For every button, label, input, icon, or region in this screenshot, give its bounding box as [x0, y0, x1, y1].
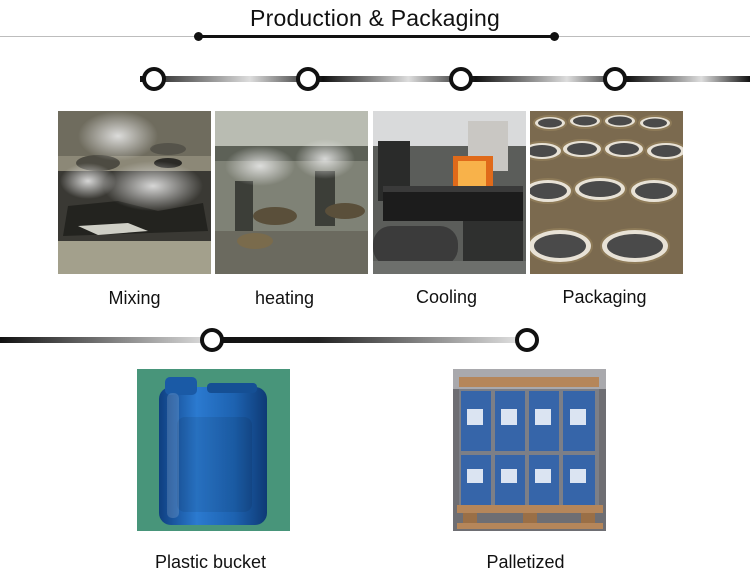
- title-underline: [198, 35, 555, 38]
- timeline-node-palletized: [515, 328, 539, 352]
- heating-photo: [215, 111, 368, 274]
- step-label-heating: heating: [254, 288, 315, 308]
- plastic-bucket-photo: [137, 369, 290, 531]
- step-label-cooling: Cooling: [415, 287, 478, 307]
- timeline-node-cooling: [449, 67, 473, 91]
- packaging-photo: [530, 111, 683, 274]
- timeline-node-mixing: [142, 67, 166, 91]
- package-label-palletized: Palletized: [486, 552, 565, 572]
- step-label-mixing: Mixing: [108, 288, 161, 308]
- title-dot-right: [550, 32, 559, 41]
- process-timeline: [140, 76, 750, 82]
- mixing-photo: [58, 111, 211, 274]
- timeline-node-heating: [296, 67, 320, 91]
- title-dot-left: [194, 32, 203, 41]
- page-title: Production & Packaging: [250, 5, 500, 31]
- timeline-node-bucket: [200, 328, 224, 352]
- cooling-photo: [373, 111, 526, 274]
- package-label-bucket: Plastic bucket: [154, 552, 267, 572]
- packaging-timeline: [0, 337, 530, 343]
- palletized-photo: [453, 369, 606, 531]
- step-label-packaging: Packaging: [562, 287, 647, 307]
- timeline-node-packaging: [603, 67, 627, 91]
